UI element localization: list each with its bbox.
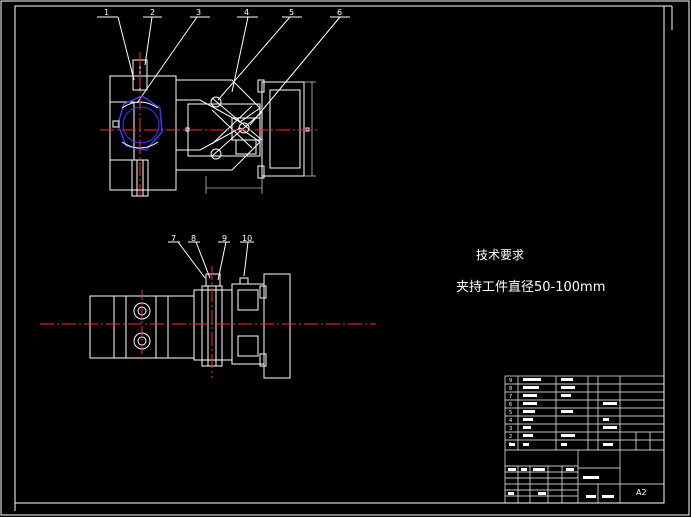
bom-row-no: 7	[509, 394, 512, 400]
frame-corner-marks	[14, 5, 673, 511]
callout-6: 6	[337, 8, 342, 17]
callout-8: 8	[191, 234, 196, 243]
technical-requirements-line: 夹持工件直径50-100mm	[456, 280, 606, 295]
callout-2: 2	[150, 8, 155, 17]
callout-4: 4	[244, 8, 249, 17]
sheet-size: A2	[636, 488, 647, 497]
bom-row-no: 4	[509, 418, 512, 424]
bom-row-no: 1	[509, 442, 512, 448]
callout-leaders-front	[168, 241, 254, 281]
callout-7: 7	[171, 234, 176, 243]
callout-3: 3	[196, 8, 201, 17]
callout-5: 5	[289, 8, 294, 17]
callout-leaders-top	[97, 16, 350, 126]
callout-1: 1	[104, 8, 109, 17]
bom-row-numbers: 9 8 7 6 5 4 3 2 1	[509, 378, 512, 448]
top-view	[97, 16, 350, 197]
bom-table	[505, 376, 664, 451]
title-block	[504, 375, 665, 504]
callout-numbers: 1 2 3 4 5 6 7 8 9 10	[104, 8, 342, 243]
bom-row-no: 9	[509, 378, 512, 384]
technical-requirements-title: 技术要求	[476, 248, 525, 262]
bom-row-no: 5	[509, 410, 512, 416]
bom-row-no: 2	[509, 434, 512, 440]
front-flange	[263, 273, 291, 379]
callout-10: 10	[242, 234, 252, 243]
bom-row-no: 3	[509, 426, 512, 432]
front-slider	[193, 289, 233, 361]
bom-row-no: 8	[509, 386, 512, 392]
front-view	[89, 241, 291, 379]
cylinder-body	[261, 81, 305, 177]
bom-text-marks	[508, 378, 617, 498]
bom-row-no: 6	[509, 402, 512, 408]
callout-9: 9	[222, 234, 227, 243]
